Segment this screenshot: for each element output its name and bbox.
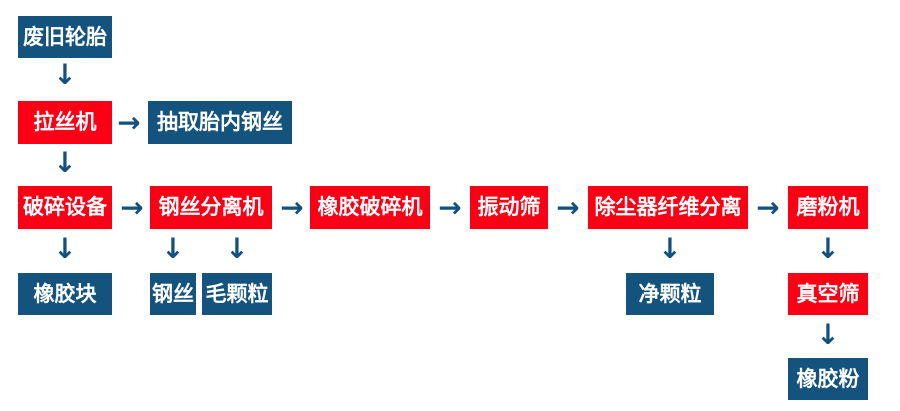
node-vibrating_screen[interactable]: 振动筛 <box>470 186 548 229</box>
node-rubber_block[interactable]: 橡胶块 <box>18 273 112 315</box>
node-label: 橡胶破碎机 <box>317 195 423 219</box>
node-label: 拉丝机 <box>33 110 97 134</box>
node-label: 钢丝分离机 <box>158 195 264 219</box>
node-label: 橡胶块 <box>33 281 97 306</box>
arrow-down-icon: ↓ <box>53 232 77 265</box>
arrow-right-icon: → <box>556 191 580 224</box>
node-pulverizer[interactable]: 磨粉机 <box>788 186 868 229</box>
node-label: 废旧轮胎 <box>23 24 107 49</box>
node-dust_fiber_sep[interactable]: 除尘器纤维分离 <box>588 186 748 229</box>
node-waste_tire[interactable]: 废旧轮胎 <box>18 16 112 58</box>
node-label: 破碎设备 <box>23 195 107 219</box>
arrow-down-icon: ↓ <box>225 232 249 265</box>
arrow-right-icon: → <box>756 191 780 224</box>
arrow-down-icon: ↓ <box>161 232 185 265</box>
node-steel_wire[interactable]: 钢丝 <box>150 273 196 315</box>
arrow-right-icon: → <box>280 191 304 224</box>
node-label: 橡胶粉 <box>796 366 860 391</box>
node-rubber_powder[interactable]: 橡胶粉 <box>788 358 868 400</box>
arrow-down-icon: ↓ <box>816 318 840 351</box>
node-clean_granule[interactable]: 净颗粒 <box>626 273 714 315</box>
node-label: 净颗粒 <box>638 281 702 306</box>
arrow-right-icon: → <box>120 191 144 224</box>
arrow-down-icon: ↓ <box>816 232 840 265</box>
arrow-right-icon: → <box>438 191 462 224</box>
node-crusher_equip[interactable]: 破碎设备 <box>18 186 112 229</box>
arrow-right-icon: → <box>117 106 141 139</box>
node-label: 毛颗粒 <box>205 281 269 306</box>
node-extract_wire[interactable]: 抽取胎内钢丝 <box>148 101 292 144</box>
node-label: 振动筛 <box>477 195 541 219</box>
node-wire_drawer[interactable]: 拉丝机 <box>18 101 112 144</box>
arrow-down-icon: ↓ <box>658 232 682 265</box>
node-hairy_granule[interactable]: 毛颗粒 <box>202 273 272 315</box>
node-wire_separator[interactable]: 钢丝分离机 <box>150 186 272 229</box>
node-label: 磨粉机 <box>796 195 860 219</box>
arrow-down-icon: ↓ <box>53 58 77 91</box>
node-vacuum_screen[interactable]: 真空筛 <box>788 273 868 315</box>
node-label: 抽取胎内钢丝 <box>157 110 283 134</box>
arrow-down-icon: ↓ <box>53 146 77 179</box>
node-label: 钢丝 <box>152 281 194 306</box>
node-label: 除尘器纤维分离 <box>594 195 742 219</box>
node-rubber_crusher[interactable]: 橡胶破碎机 <box>310 186 430 229</box>
node-label: 真空筛 <box>796 281 860 306</box>
